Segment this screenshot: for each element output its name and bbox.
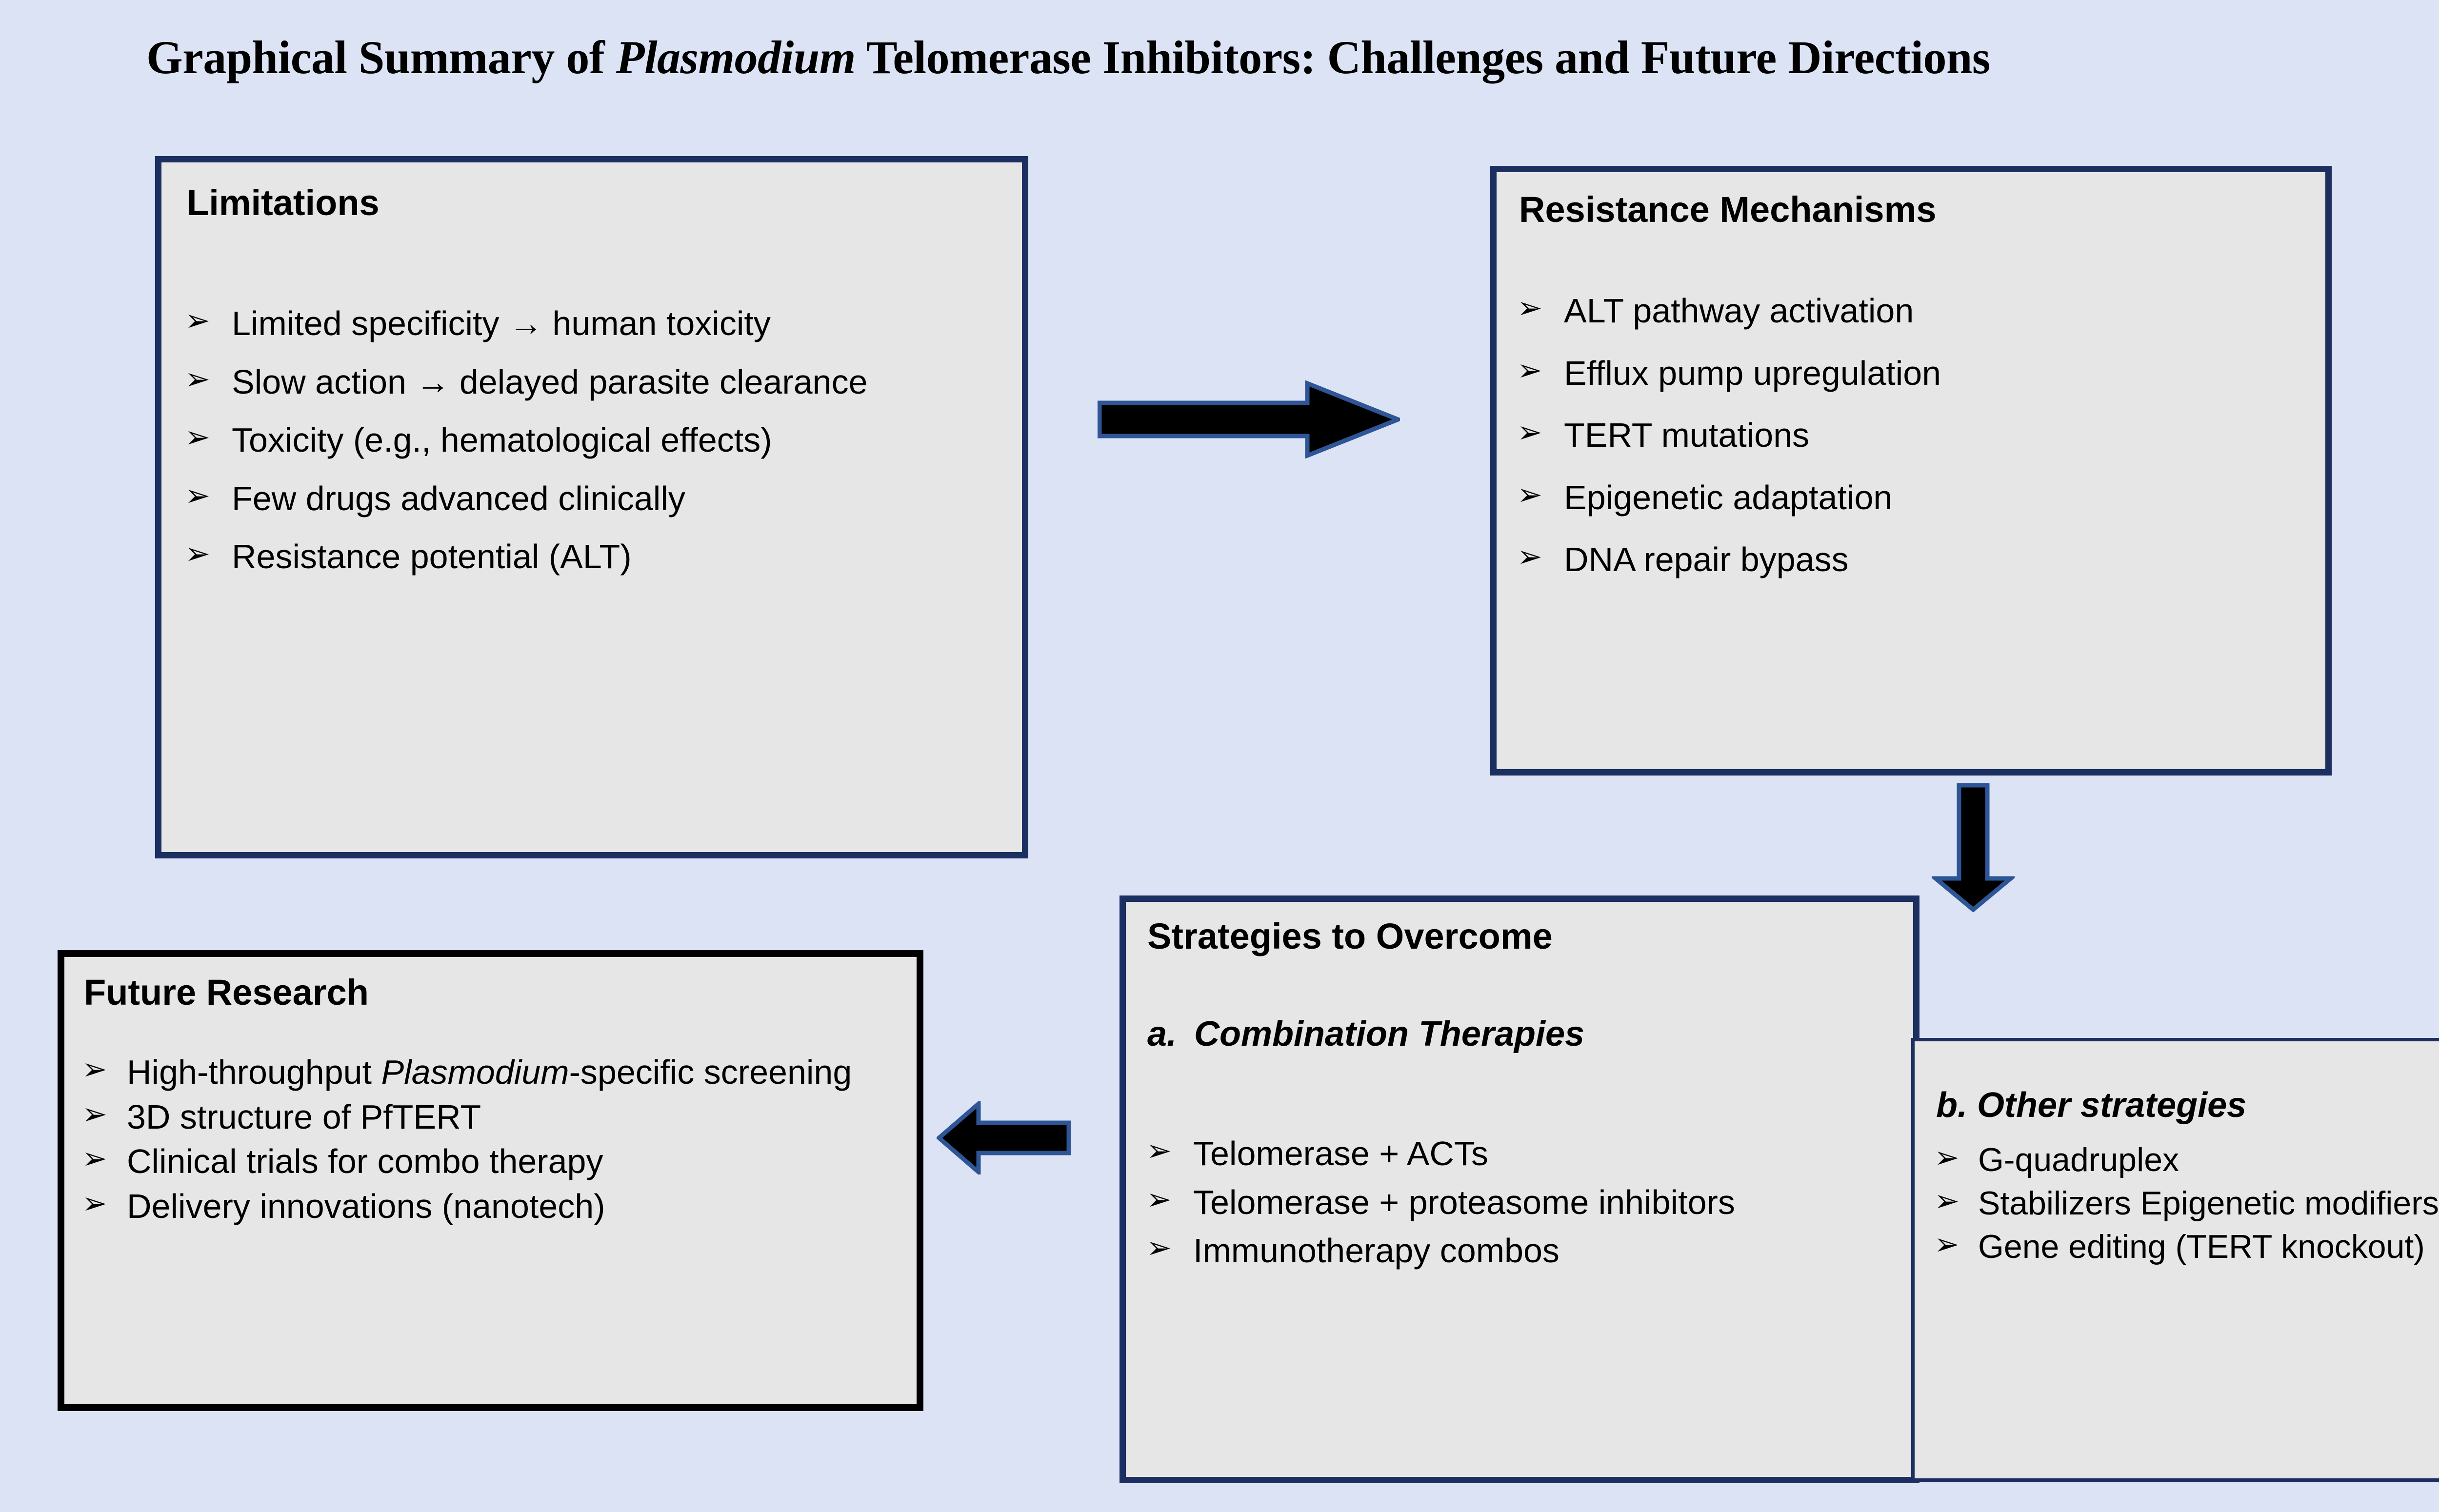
list-item: ➢ Immunotherapy combos [1146,1229,1888,1273]
list-item-label: Immunotherapy combos [1193,1232,1559,1270]
arrowhead-bullet-icon: ➢ [1146,1230,1172,1266]
arrowhead-bullet-icon: ➢ [1517,352,1542,388]
arrowhead-bullet-icon: ➢ [1517,414,1542,450]
other-strategies-box: b. Other strategies ➢ G-quadruplex ➢ Stabi… [1911,1038,2439,1482]
list-item-label: G-quadruplex [1978,1141,2179,1178]
arrowhead-bullet-icon: ➢ [1517,476,1542,512]
arrowhead-bullet-icon: ➢ [82,1185,107,1221]
future-research-list: ➢ High-throughput Plasmodium-specific scr… [82,1051,911,1229]
list-item-label-part1: High-throughput [127,1053,381,1091]
list-item: ➢ Telomerase + ACTs [1146,1132,1888,1176]
arrowhead-bullet-icon: ➢ [1934,1226,1959,1262]
list-item-label: Telomerase + proteasome inhibitors [1193,1183,1735,1221]
arrow-down-icon [1932,783,2015,912]
list-item: ➢ Gene editing (TERT knockout) [1934,1226,2439,1268]
list-item: ➢ Efflux pump upregulation [1517,352,2298,396]
list-item-label: Resistance potential (ALT) [232,537,632,576]
arrowhead-bullet-icon: ➢ [1517,538,1542,575]
arrowhead-bullet-icon: ➢ [1146,1133,1172,1168]
list-item-label: Telomerase + ACTs [1193,1134,1488,1173]
strategies-subheading-a: a. Combination Therapies [1147,1014,1584,1054]
list-item-label: Slow action → delayed parasite clearance [232,362,868,401]
arrowhead-bullet-icon: ➢ [1146,1181,1172,1217]
list-item-label: Few drugs advanced clinically [232,479,685,517]
list-item-label: Limited specificity → human toxicity [232,304,771,342]
list-item: ➢ G-quadruplex [1934,1139,2439,1181]
list-item-label: Delivery innovations (nanotech) [127,1187,605,1225]
list-item-label: DNA repair bypass [1564,540,1849,579]
list-item: ➢ Stabilizers Epigenetic modifiers [1934,1182,2439,1225]
page-title-italic-plasmodium: Plasmodium [616,31,856,83]
arrowhead-bullet-icon: ➢ [1517,290,1542,325]
arrowhead-bullet-icon: ➢ [185,477,210,513]
arrowhead-bullet-icon: ➢ [82,1051,107,1087]
other-strategies-list: ➢ G-quadruplex ➢ Stabilizers Epigenetic mo… [1934,1139,2439,1269]
list-item: ➢ Toxicity (e.g., hematological effects) [185,418,995,462]
list-item-label: Gene editing (TERT knockout) [1978,1228,2425,1266]
other-strategies-subheading-b: b. Other strategies [1936,1086,2247,1125]
strategies-to-overcome-box: Strategies to Overcome a. Combination The… [1120,895,1919,1483]
list-item-label: Toxicity (e.g., hematological effects) [232,421,772,459]
list-item: ➢ Few drugs advanced clinically [185,477,995,521]
resistance-heading: Resistance Mechanisms [1519,189,1937,230]
strategies-list: ➢ Telomerase + ACTs ➢ Telomerase + proteas… [1146,1132,1888,1278]
list-item-label: Stabilizers Epigenetic modifiers [1978,1185,2439,1222]
list-item: ➢ Clinical trials for combo therapy [82,1140,911,1184]
arrowhead-bullet-icon: ➢ [185,302,210,338]
list-item-label: 3D structure of PfTERT [127,1097,481,1136]
page-title-part2: Telomerase Inhibitors: Challenges and Fu… [855,31,1991,83]
arrowhead-bullet-icon: ➢ [82,1095,107,1132]
list-item: ➢ Slow action → delayed parasite clearanc… [185,360,995,404]
arrow-left-icon [937,1101,1071,1174]
arrowhead-bullet-icon: ➢ [185,536,210,572]
future-research-box: Future Research ➢ High-throughput Plasmod… [58,950,923,1411]
list-item-italic-plasmodium: Plasmodium [381,1053,569,1091]
list-item-label: ALT pathway activation [1564,292,1914,330]
arrowhead-bullet-icon: ➢ [1934,1139,1959,1175]
arrow-right-icon [1098,380,1400,458]
strategies-heading: Strategies to Overcome [1147,916,1553,956]
list-item: ➢ Resistance potential (ALT) [185,535,995,579]
list-item: ➢ High-throughput Plasmodium-specific scr… [82,1051,911,1094]
resistance-mechanisms-box: Resistance Mechanisms ➢ ALT pathway activ… [1490,166,2332,776]
resistance-list: ➢ ALT pathway activation ➢ Efflux pump upr… [1517,289,2298,600]
list-item-label: Clinical trials for combo therapy [127,1142,603,1181]
arrowhead-bullet-icon: ➢ [82,1140,107,1176]
limitations-heading: Limitations [187,182,380,223]
page-title-part1: Graphical Summary of [146,31,616,83]
list-item: ➢ ALT pathway activation [1517,289,2298,333]
limitations-list: ➢ Limited specificity → human toxicity ➢ S… [185,302,995,594]
limitations-box: Limitations ➢ Limited specificity → human… [155,156,1028,858]
strategies-sub-label: Combination Therapies [1194,1015,1585,1054]
list-item: ➢ 3D structure of PfTERT [82,1095,911,1139]
list-item: ➢ DNA repair bypass [1517,538,2298,582]
list-item: ➢ Epigenetic adaptation [1517,476,2298,520]
list-item-label: TERT mutations [1564,416,1810,455]
strategies-sub-number: a. [1147,1015,1177,1054]
page-title: Graphical Summary of Plasmodium Telomera… [146,34,1990,81]
list-item-label-part2: -specific screening [569,1053,852,1091]
arrowhead-bullet-icon: ➢ [185,360,210,397]
list-item: ➢ Limited specificity → human toxicity [185,302,995,346]
arrowhead-bullet-icon: ➢ [185,419,210,455]
list-item-label: Epigenetic adaptation [1564,478,1893,517]
future-research-heading: Future Research [84,972,369,1013]
list-item: ➢ TERT mutations [1517,414,2298,458]
arrowhead-bullet-icon: ➢ [1934,1183,1959,1219]
list-item: ➢ Telomerase + proteasome inhibitors [1146,1181,1888,1225]
list-item-label: Efflux pump upregulation [1564,354,1941,392]
list-item: ➢ Delivery innovations (nanotech) [82,1185,911,1229]
